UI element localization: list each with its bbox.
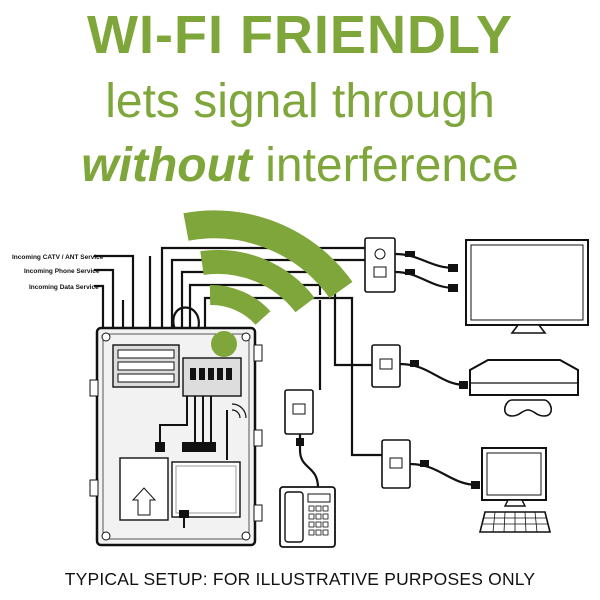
wall-jack-icon (371, 344, 401, 388)
computer-icon (478, 447, 552, 533)
headline-tagline-rest: interference (265, 139, 519, 192)
headline-title: WI-FI FRIENDLY (87, 5, 513, 65)
wall-jack-icon (364, 237, 396, 293)
wiring-diagram: Incoming CATV / ANT Service Incoming Pho… (12, 210, 589, 548)
service-label-data: Incoming Data Service (29, 284, 99, 291)
disclaimer-caption: TYPICAL SETUP: FOR ILLUSTRATIVE PURPOSES… (64, 569, 536, 589)
wall-jack-icon (284, 389, 314, 435)
headline-subtitle: lets signal through (105, 75, 495, 128)
service-label-catv: Incoming CATV / ANT Service (12, 254, 104, 261)
service-label-phone: Incoming Phone Service (24, 268, 100, 275)
wall-jack-icon (381, 439, 411, 489)
desk-phone-icon (279, 486, 336, 548)
game-console-icon (469, 359, 579, 417)
tv-icon (465, 239, 589, 334)
wifi-signal-icon (183, 210, 353, 357)
structured-media-enclosure (89, 326, 263, 547)
headline-tagline: without interference (0, 138, 600, 193)
headline-emphasis: without (81, 139, 252, 192)
